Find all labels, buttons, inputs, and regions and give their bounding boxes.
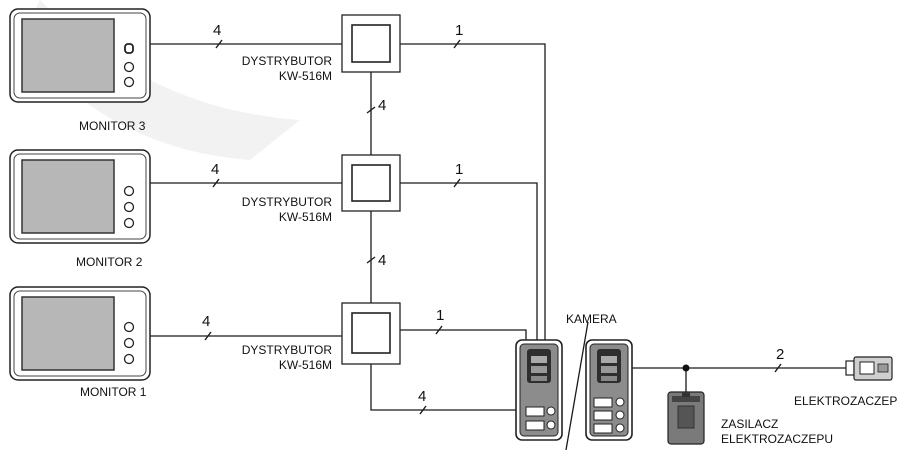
count-dist1-camera: 1 bbox=[436, 307, 444, 324]
call-button bbox=[593, 423, 613, 434]
distributor-2 bbox=[341, 154, 401, 212]
tick-dist2-camera bbox=[453, 178, 461, 188]
tick-dist2-dist1 bbox=[366, 256, 376, 264]
count-camera-lock: 2 bbox=[776, 346, 784, 363]
monitor-button bbox=[123, 61, 135, 73]
monitor-button bbox=[123, 201, 135, 213]
distributor-3-label-line2: KW-516M bbox=[279, 69, 332, 83]
call-button bbox=[525, 420, 545, 431]
distributor-1 bbox=[341, 302, 401, 365]
power-supply bbox=[667, 391, 705, 445]
wire-dist3-camera bbox=[400, 43, 546, 340]
count-monitor2-dist2: 4 bbox=[211, 161, 219, 178]
distributor-3 bbox=[341, 14, 401, 73]
distributor-1-label-line2: KW-516M bbox=[279, 358, 332, 372]
count-dist1-bottom: 4 bbox=[418, 388, 426, 405]
monitor-button bbox=[123, 337, 135, 349]
monitor-button bbox=[123, 353, 135, 365]
monitor-button bbox=[123, 76, 135, 88]
count-monitor3-dist3: 4 bbox=[213, 22, 221, 39]
count-dist3-dist2: 4 bbox=[378, 97, 386, 114]
monitor-1-label: MONITOR 1 bbox=[80, 385, 147, 399]
camera-unit-left bbox=[515, 339, 563, 441]
count-dist2-camera: 1 bbox=[455, 161, 463, 178]
tick-dist1-camera bbox=[435, 325, 443, 335]
monitor-screen bbox=[21, 296, 115, 371]
tick-dist3-camera bbox=[453, 39, 461, 49]
camera-label: KAMERA bbox=[566, 312, 617, 326]
monitor-button bbox=[123, 217, 135, 229]
watermark-swoosh bbox=[20, 0, 300, 160]
call-button bbox=[593, 397, 613, 408]
monitor-screen bbox=[21, 159, 115, 234]
monitor-2-label: MONITOR 2 bbox=[76, 255, 143, 269]
distributor-1-label-line1: DYSTRYBUTOR bbox=[242, 343, 333, 357]
monitor-screen bbox=[21, 18, 115, 93]
wire-dist1-bottom-camera bbox=[370, 364, 516, 411]
count-monitor1-dist1: 4 bbox=[202, 313, 210, 330]
electric-lock-label: ELEKTROZACZEP bbox=[794, 394, 897, 408]
monitor-button bbox=[123, 185, 135, 197]
tick-camera-lock bbox=[774, 363, 782, 373]
electric-lock bbox=[845, 356, 893, 381]
monitor-3 bbox=[9, 8, 151, 103]
call-button bbox=[525, 406, 545, 417]
monitor-1 bbox=[9, 286, 151, 381]
camera-unit-right bbox=[585, 339, 633, 441]
distributor-3-label-line1: DYSTRYBUTOR bbox=[242, 54, 333, 68]
monitor-button bbox=[123, 321, 135, 333]
tick-monitor2-dist2 bbox=[212, 178, 220, 188]
wire-dist1-camera bbox=[400, 329, 527, 340]
tick-monitor3-dist3 bbox=[215, 39, 223, 49]
wire-dist2-camera bbox=[400, 182, 538, 340]
tick-monitor1-dist1 bbox=[204, 331, 212, 341]
monitor-2 bbox=[9, 149, 151, 244]
bell-icon bbox=[124, 43, 134, 54]
distributor-2-label-line1: DYSTRYBUTOR bbox=[242, 195, 333, 209]
monitor-3-label: MONITOR 3 bbox=[79, 119, 146, 133]
count-dist2-dist1: 4 bbox=[378, 252, 386, 269]
call-button bbox=[593, 410, 613, 421]
tick-dist1-bottom bbox=[419, 405, 427, 415]
power-supply-label-line1: ZASILACZ bbox=[721, 417, 778, 431]
power-supply-label-line2: ELEKTROZACZEPU bbox=[721, 432, 833, 446]
wire-junction-dot bbox=[682, 364, 690, 372]
tick-dist3-dist2 bbox=[366, 106, 376, 114]
count-dist3-camera: 1 bbox=[455, 22, 463, 39]
camera-separator-slash bbox=[565, 321, 589, 450]
distributor-2-label-line2: KW-516M bbox=[279, 210, 332, 224]
